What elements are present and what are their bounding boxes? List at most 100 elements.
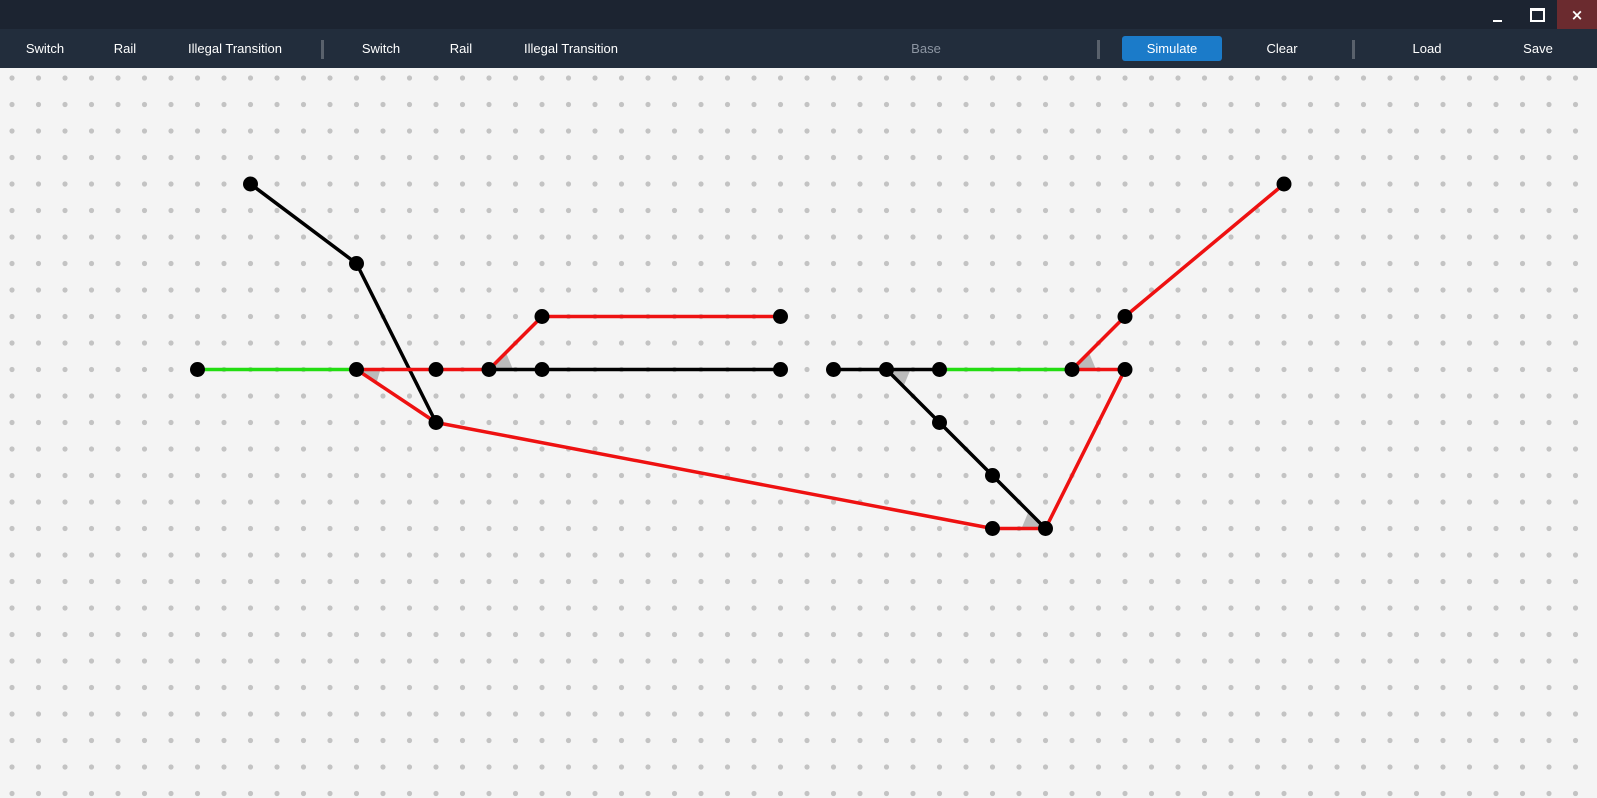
- grid-dot: [35, 499, 42, 505]
- track-node[interactable]: [349, 362, 364, 377]
- track-node[interactable]: [190, 362, 205, 377]
- grid-dot: [406, 446, 413, 452]
- track-node[interactable]: [1038, 521, 1053, 536]
- grid-dot: [1413, 737, 1420, 744]
- grid-dot: [777, 393, 784, 399]
- grid-dot: [141, 260, 148, 267]
- grid-dot: [1360, 552, 1367, 558]
- rail-segment-red[interactable]: [1070, 314, 1127, 372]
- grid-dot: [194, 499, 201, 505]
- grid-dot: [1281, 499, 1287, 505]
- grid-dot: [1440, 366, 1446, 373]
- track-node[interactable]: [985, 521, 1000, 536]
- grid-dot: [1466, 472, 1473, 479]
- grid-dot: [433, 472, 439, 479]
- track-node[interactable]: [534, 362, 550, 377]
- track-node[interactable]: [932, 415, 947, 430]
- grid-dot: [883, 446, 890, 452]
- grid-dot: [1360, 366, 1367, 373]
- grid-dot: [1519, 605, 1526, 611]
- grid-dot: [1387, 684, 1393, 691]
- rail-delete-button[interactable]: Rail: [449, 41, 473, 56]
- grid-dot: [1387, 366, 1393, 373]
- grid-dot: [486, 101, 492, 108]
- grid-dot: [963, 340, 969, 346]
- grid-dot: [804, 419, 810, 426]
- rail-tool-button[interactable]: Rail: [113, 41, 137, 56]
- switch-delete-button[interactable]: Switch: [361, 41, 401, 56]
- track-node[interactable]: [1117, 362, 1133, 377]
- grid-dot: [1387, 737, 1393, 744]
- track-node[interactable]: [428, 415, 444, 430]
- save-button[interactable]: Save: [1523, 41, 1553, 56]
- track-node[interactable]: [243, 176, 258, 192]
- illegal-transition-tool-button[interactable]: Illegal Transition: [188, 41, 282, 56]
- grid-dot: [618, 790, 625, 797]
- grid-dot: [1122, 684, 1128, 691]
- track-node[interactable]: [879, 362, 894, 377]
- grid-dot: [645, 525, 651, 532]
- grid-dot: [883, 101, 890, 108]
- rail-segment-black[interactable]: [884, 367, 942, 425]
- rail-segment-red[interactable]: [1123, 182, 1286, 319]
- grid-dot: [1440, 75, 1446, 81]
- track-node[interactable]: [349, 256, 364, 271]
- grid-dot: [910, 631, 916, 638]
- rail-segment-black[interactable]: [990, 473, 1048, 531]
- rail-segment-red[interactable]: [354, 367, 438, 425]
- track-segments[interactable]: [195, 182, 1286, 531]
- track-node[interactable]: [428, 362, 444, 377]
- track-node[interactable]: [932, 362, 947, 377]
- rail-segment-black[interactable]: [248, 182, 359, 266]
- grid-dot: [1095, 75, 1102, 81]
- track-node[interactable]: [1064, 362, 1080, 377]
- track-node[interactable]: [773, 362, 788, 377]
- grid-dot: [1307, 260, 1314, 267]
- track-node[interactable]: [773, 309, 788, 324]
- grid-dot: [300, 207, 307, 214]
- track-node[interactable]: [481, 362, 497, 377]
- grid-dot: [1546, 790, 1552, 797]
- grid-dot: [1069, 578, 1075, 585]
- grid-dot: [1493, 181, 1499, 187]
- illegal-transition-delete-button[interactable]: Illegal Transition: [524, 41, 618, 56]
- grid-dot: [9, 737, 15, 744]
- track-diagram[interactable]: [0, 68, 1597, 798]
- grid-dot: [936, 472, 943, 479]
- track-node[interactable]: [1117, 309, 1133, 324]
- simulate-button[interactable]: Simulate: [1122, 36, 1222, 61]
- grid-dot: [1440, 472, 1446, 479]
- grid-dot: [1387, 790, 1393, 797]
- rail-segment-black[interactable]: [937, 420, 995, 478]
- maximize-button[interactable]: [1517, 0, 1557, 29]
- track-node[interactable]: [1276, 176, 1292, 192]
- track-nodes[interactable]: [190, 176, 1292, 537]
- grid-dot: [35, 260, 42, 267]
- grid-dot: [724, 578, 731, 585]
- grid-dot: [698, 181, 704, 187]
- switch-tool-button[interactable]: Switch: [25, 41, 65, 56]
- track-canvas[interactable]: [0, 68, 1597, 798]
- rail-segment-red[interactable]: [434, 420, 995, 531]
- load-button[interactable]: Load: [1412, 41, 1442, 56]
- track-node[interactable]: [534, 309, 550, 324]
- rail-segment-red[interactable]: [487, 314, 544, 372]
- grid-dot: [247, 499, 254, 505]
- close-button[interactable]: ×: [1557, 0, 1597, 29]
- grid-dot: [989, 154, 996, 161]
- grid-dot: [35, 366, 42, 373]
- grid-dot: [883, 313, 890, 320]
- grid-dot: [1122, 605, 1128, 611]
- rail-segment-black[interactable]: [354, 261, 438, 425]
- grid-dot: [1281, 393, 1287, 399]
- track-node[interactable]: [985, 468, 1000, 483]
- minimize-button[interactable]: [1477, 0, 1517, 29]
- rail-segment-red[interactable]: [1043, 367, 1127, 531]
- grid-dot: [406, 287, 413, 293]
- track-node[interactable]: [826, 362, 841, 377]
- clear-button[interactable]: Clear: [1266, 41, 1298, 56]
- base-button[interactable]: Base: [911, 41, 941, 56]
- grid-dot: [963, 313, 969, 320]
- grid-dot: [459, 313, 466, 320]
- grid-dot: [618, 525, 625, 532]
